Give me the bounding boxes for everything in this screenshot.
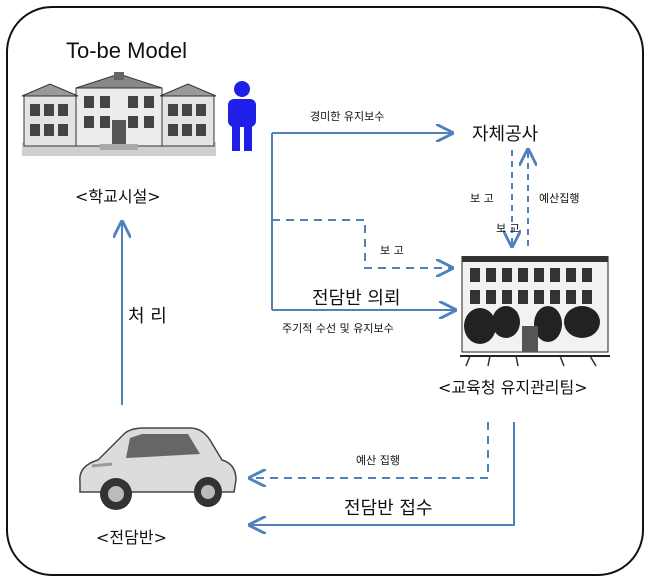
school-building-icon bbox=[21, 72, 217, 156]
budget-exec-right-label: 예산집행 bbox=[539, 192, 580, 205]
report-down-label: 보 고 bbox=[496, 222, 520, 235]
self-work-label: 자체공사 bbox=[472, 124, 539, 145]
office-label: <교육청 유지관리팀> bbox=[438, 378, 588, 397]
arrow-budget-exec bbox=[250, 422, 489, 478]
minor-maintenance-label: 경미한 유지보수 bbox=[310, 110, 385, 123]
person-icon bbox=[228, 81, 256, 151]
report-up-label: 보 고 bbox=[470, 192, 494, 205]
school-label: <학교시설> bbox=[75, 187, 161, 206]
office-building-icon bbox=[460, 256, 610, 367]
periodic-repair-label: 주기적 수선 및 유지보수 bbox=[282, 322, 394, 335]
arrow-report-mid bbox=[272, 219, 452, 268]
team-label: <전담반> bbox=[96, 528, 167, 547]
process-label: 처 리 bbox=[128, 306, 167, 327]
arrow-team-receipt bbox=[250, 422, 515, 525]
team-receipt-label: 전담반 접수 bbox=[344, 498, 433, 519]
budget-exec-bottom-label: 예산 집행 bbox=[356, 454, 400, 467]
diagram-title: To-be Model bbox=[66, 38, 188, 63]
report-mid-label: 보 고 bbox=[380, 244, 404, 257]
diagram-frame bbox=[6, 6, 644, 576]
team-request-label: 전담반 의뢰 bbox=[312, 288, 401, 309]
car-icon bbox=[79, 427, 237, 510]
